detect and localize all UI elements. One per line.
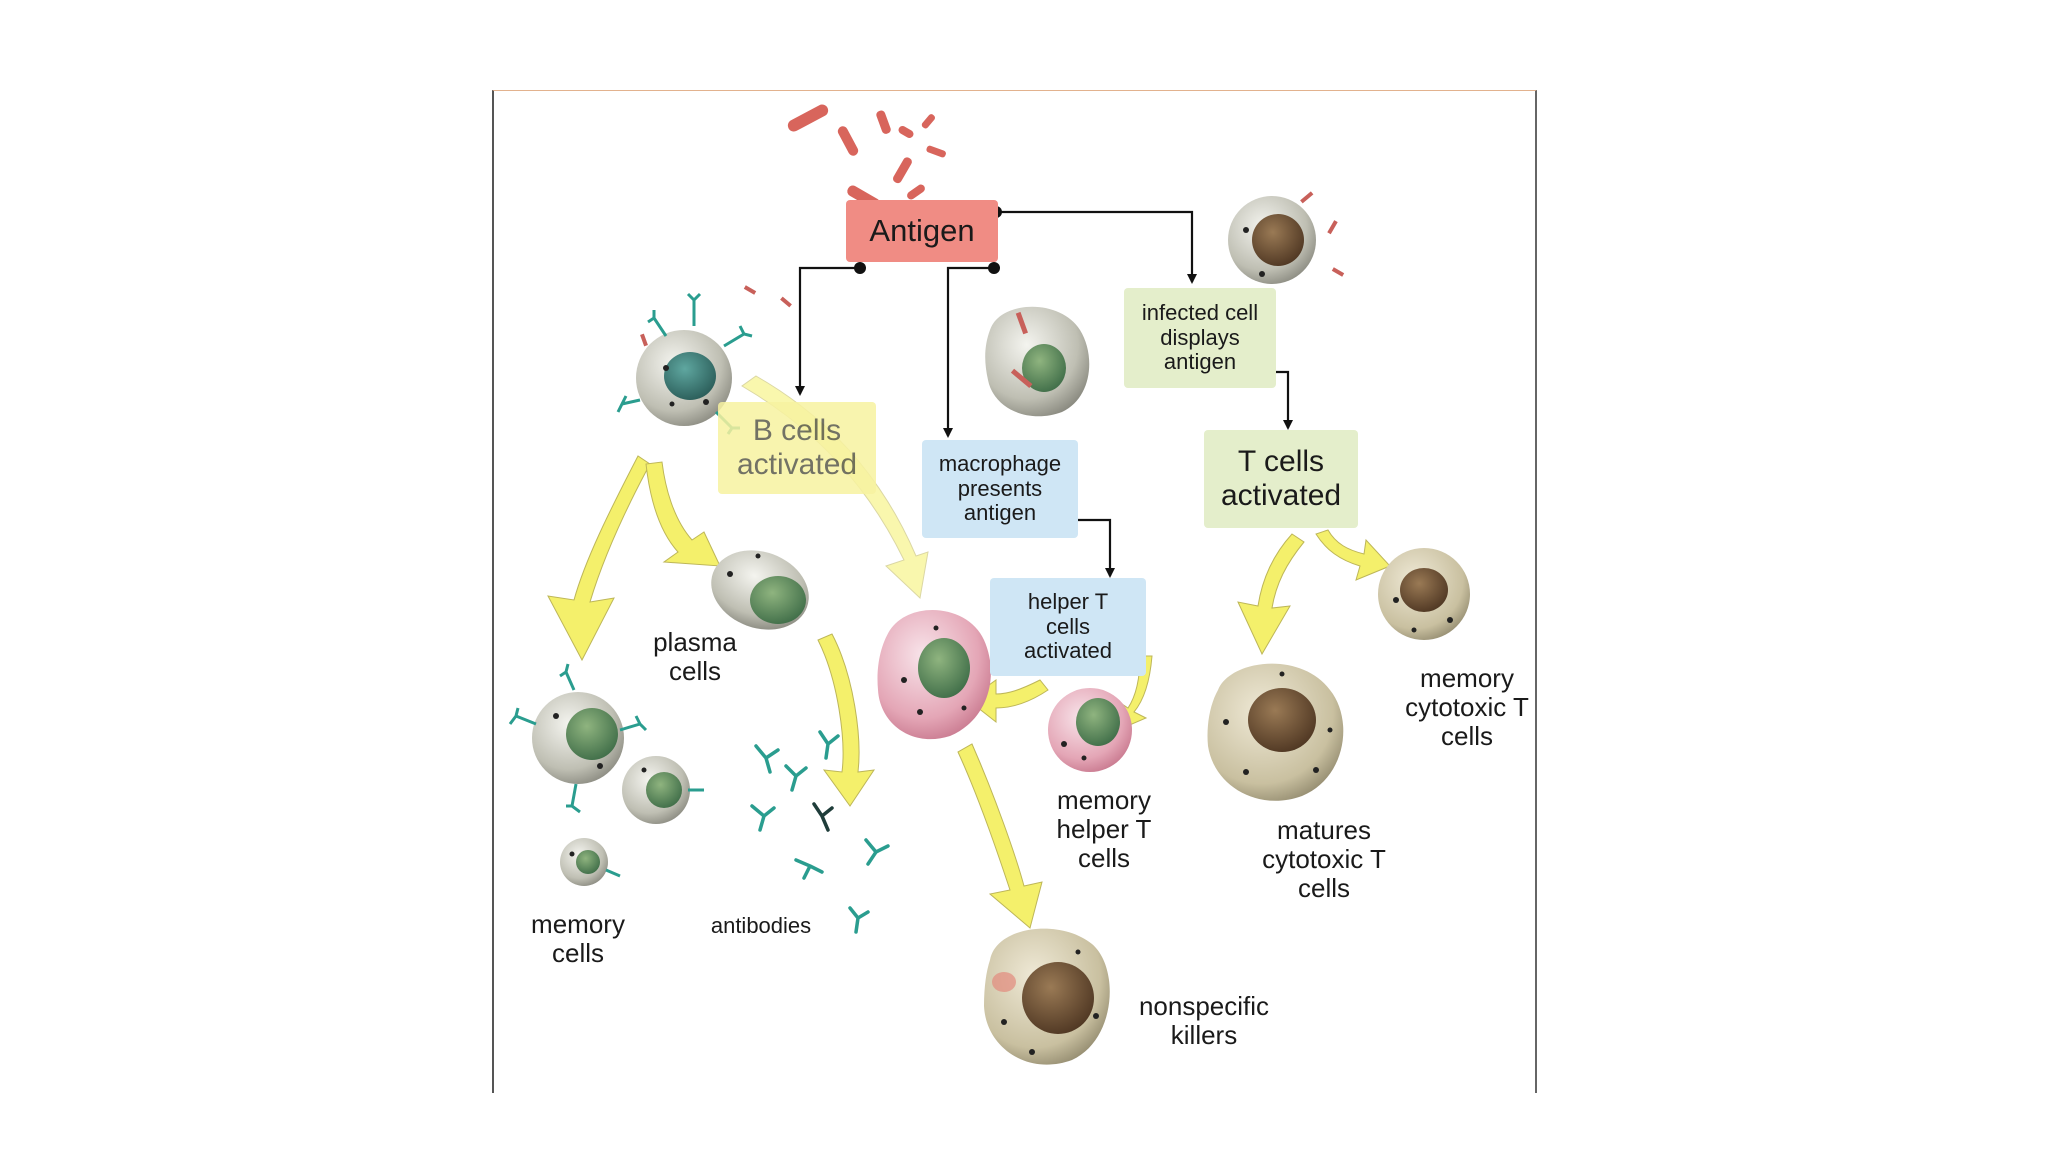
antibodies-label: antibodies: [710, 913, 812, 938]
antigen-bacteria: [787, 104, 946, 210]
b-cell-icon: [616, 285, 792, 435]
t-cells-activated-label: T cells activated: [1221, 445, 1342, 512]
cytotoxic-t-cell-icon: [1207, 663, 1344, 801]
macrophage-box: macrophage presents antigen: [922, 440, 1078, 538]
diagram-frame: [492, 90, 1537, 1093]
infected-cell-box: infected cell displays antigen: [1124, 288, 1276, 388]
b-cells-activated-box: B cells activated: [718, 402, 876, 494]
infected-cell-icon: [1228, 191, 1345, 284]
connector-arrows: [795, 210, 1293, 578]
antigen-box: Antigen: [846, 200, 998, 262]
plasma-cell-icon: [711, 550, 809, 630]
b-cells-activated-label: B cells activated: [737, 414, 858, 481]
plasma-cells-label: plasma cells: [653, 627, 737, 687]
activated-helper-cell-icon: [877, 609, 991, 740]
nonspecific-killer-icon: [984, 928, 1110, 1065]
nonspecific-killers-label: nonspecific killers: [1138, 991, 1270, 1051]
macrophage-label: macrophage presents antigen: [938, 451, 1062, 526]
matures-cytotoxic-t-cells-label: matures cytotoxic T cells: [1262, 815, 1386, 904]
memory-helper-t-cell-icon: [1048, 688, 1132, 772]
antibodies-icon: [750, 730, 890, 934]
memory-cytotoxic-t-cells-label: memory cytotoxic T cells: [1405, 663, 1529, 752]
memory-cytotoxic-t-cell-icon: [1378, 548, 1470, 640]
infected-cell-label: infected cell displays antigen: [1141, 300, 1259, 375]
helper-t-cells-box: helper T cells activated: [990, 578, 1146, 676]
macrophage-icon: [985, 306, 1090, 417]
antigen-label: Antigen: [869, 212, 975, 248]
helper-t-cells-label: helper T cells activated: [1023, 589, 1113, 664]
memory-cells-icon: [508, 663, 704, 886]
memory-helper-t-cells-label: memory helper T cells: [1056, 785, 1152, 874]
t-cells-activated-box: T cells activated: [1204, 430, 1358, 528]
flow-arrows: [547, 375, 1391, 929]
memory-cells-label: memory cells: [531, 909, 625, 969]
